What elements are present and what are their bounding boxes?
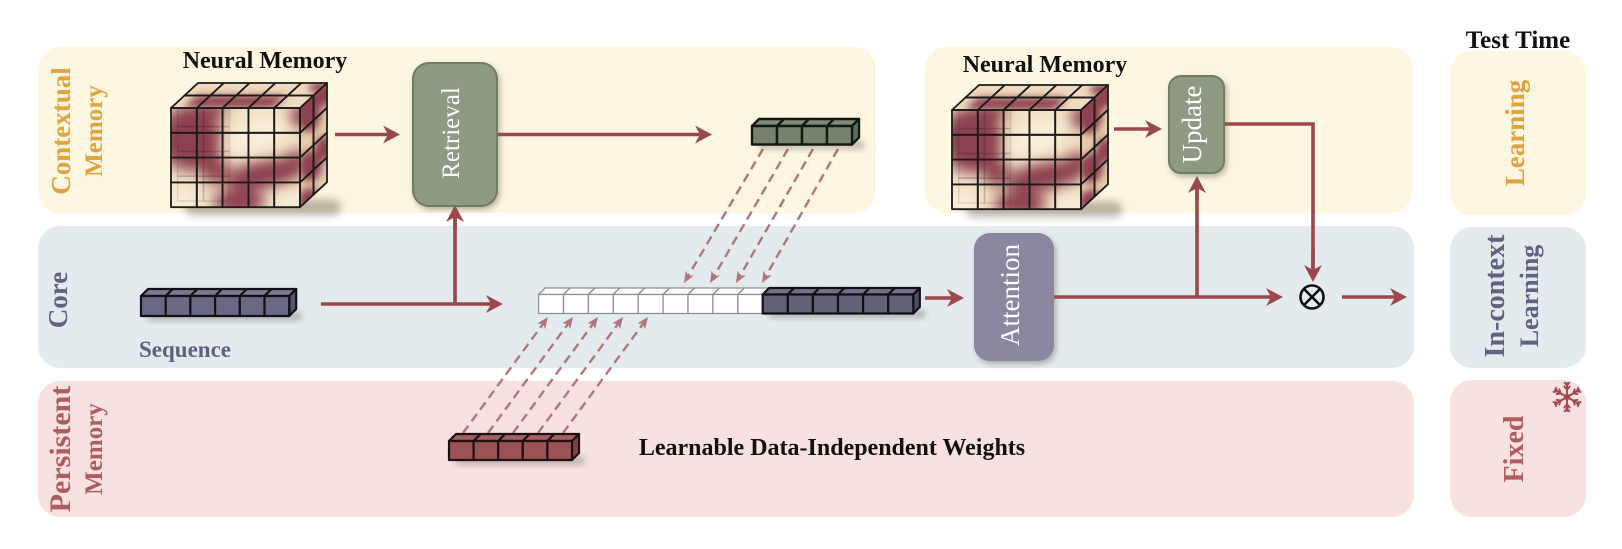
svg-text:Update: Update <box>1177 86 1207 164</box>
svg-text:Attention: Attention <box>995 244 1025 346</box>
svg-text:Retrieval: Retrieval <box>438 87 465 179</box>
svg-text:Memory: Memory <box>81 403 108 495</box>
svg-text:Neural Memory: Neural Memory <box>183 48 348 74</box>
svg-text:Fixed: Fixed <box>1499 415 1530 482</box>
svg-text:Memory: Memory <box>81 85 108 177</box>
svg-text:Test Time: Test Time <box>1466 27 1570 54</box>
svg-text:Persistent: Persistent <box>44 386 77 513</box>
svg-text:Core: Core <box>43 272 73 328</box>
svg-text:Contextual: Contextual <box>46 67 76 195</box>
svg-text:Learning: Learning <box>1500 79 1530 186</box>
svg-text:Learning: Learning <box>1515 245 1544 348</box>
svg-text:Learnable Data-Independent Wei: Learnable Data-Independent Weights <box>639 435 1025 461</box>
svg-text:Sequence: Sequence <box>139 337 231 362</box>
svg-text:Neural Memory: Neural Memory <box>963 52 1128 78</box>
svg-text:In-context: In-context <box>1480 234 1511 358</box>
